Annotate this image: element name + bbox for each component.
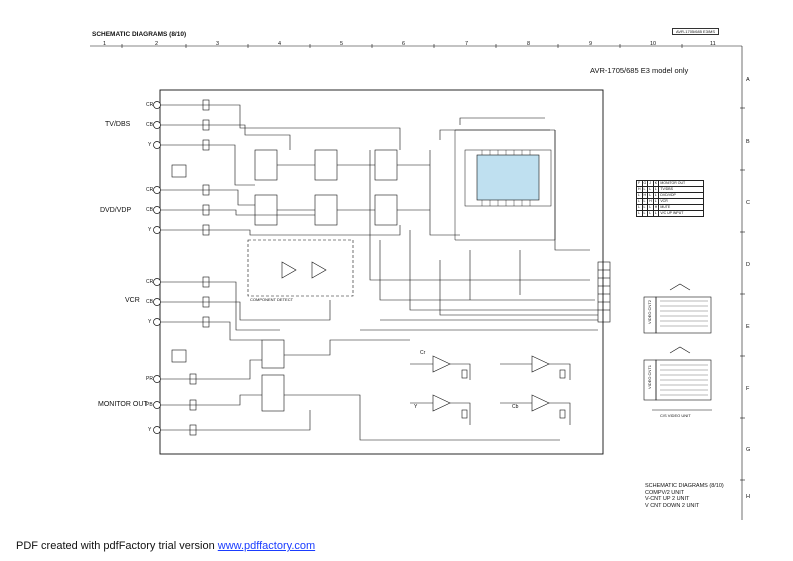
title-block-line: SCHEMATIC DIAGRAMS (8/10) bbox=[645, 483, 724, 489]
title-block-line: V-CNT UP 2 UNIT bbox=[645, 496, 690, 502]
document-reference: AVR-1705/685 E3/MS bbox=[672, 28, 720, 35]
column-number: 6 bbox=[402, 41, 406, 47]
title-block-line: V CNT DOWN 2 UNIT bbox=[645, 502, 700, 509]
input-label-monitor-out: MONITOR OUT bbox=[98, 401, 148, 408]
pin-label: PR bbox=[146, 376, 153, 382]
input-label-dvd-vdp: DVD/VDP bbox=[100, 207, 132, 214]
column-number: 5 bbox=[340, 41, 344, 47]
column-number: 3 bbox=[216, 41, 220, 47]
truth-cell: L bbox=[641, 210, 649, 217]
column-number: 9 bbox=[589, 41, 593, 47]
row-letter: F bbox=[746, 386, 750, 392]
row-letter: A bbox=[746, 77, 750, 83]
title-block: SCHEMATIC DIAGRAMS (8/10) COMPV/2 UNIT V… bbox=[645, 483, 724, 509]
pdf-footer: PDF created with pdfFactory trial versio… bbox=[16, 540, 315, 552]
pin-label: Y bbox=[148, 227, 152, 233]
pin-label: CB bbox=[146, 299, 153, 305]
component-detect-label: COMPONENT DETECT bbox=[250, 297, 294, 302]
pin-label: CB bbox=[146, 122, 153, 128]
row-letter: G bbox=[746, 447, 751, 453]
pin-label: CR bbox=[146, 187, 154, 193]
footer-text: PDF created with pdfFactory trial versio… bbox=[16, 540, 215, 552]
row-letter: B bbox=[746, 139, 750, 145]
row-letter: E bbox=[746, 324, 750, 330]
row-letter: D bbox=[746, 262, 750, 268]
pin-label: CB bbox=[146, 207, 153, 213]
input-label-tv-dbs: TV/DBS bbox=[105, 121, 131, 128]
pin-label: Y bbox=[148, 142, 152, 148]
y-label: Y bbox=[414, 404, 418, 410]
cr-label: Cr bbox=[420, 350, 426, 356]
video-unit-label: C/S VIDEO UNIT bbox=[660, 413, 691, 418]
pdffactory-link[interactable]: www.pdffactory.com bbox=[217, 540, 316, 552]
column-number: 7 bbox=[465, 41, 469, 47]
video-cnt2-label: VIDEO CNT2 bbox=[647, 300, 652, 325]
pin-label: PB bbox=[146, 402, 153, 408]
column-number: 2 bbox=[155, 41, 159, 47]
pin-label: Y bbox=[148, 319, 152, 325]
page-title: SCHEMATIC DIAGRAMS (8/10) bbox=[92, 31, 187, 38]
column-number: 10 bbox=[650, 41, 657, 47]
column-number: 8 bbox=[527, 41, 531, 47]
row-letter: H bbox=[746, 494, 750, 500]
cb-label: Cb bbox=[512, 404, 519, 410]
row-letter: C bbox=[746, 200, 750, 206]
pin-label: Y bbox=[148, 427, 152, 433]
title-block-line: COMPV/2 UNIT bbox=[645, 489, 685, 496]
column-number: 11 bbox=[710, 41, 716, 47]
pin-label: CR bbox=[146, 102, 154, 108]
column-number: 4 bbox=[278, 41, 282, 47]
truth-cell: V/C UP INPUT bbox=[658, 210, 705, 217]
video-cnt1-label: VIDEO CNT1 bbox=[647, 365, 652, 390]
model-note: AVR-1705/685 E3 model only bbox=[590, 66, 689, 75]
pin-label: CR bbox=[146, 279, 154, 285]
column-number: 1 bbox=[103, 41, 107, 47]
monitor-out-truth-table: F G J K MONITOR OUT H L L L TV/DBS L H L… bbox=[636, 180, 705, 217]
input-label-vcr: VCR bbox=[125, 297, 140, 304]
